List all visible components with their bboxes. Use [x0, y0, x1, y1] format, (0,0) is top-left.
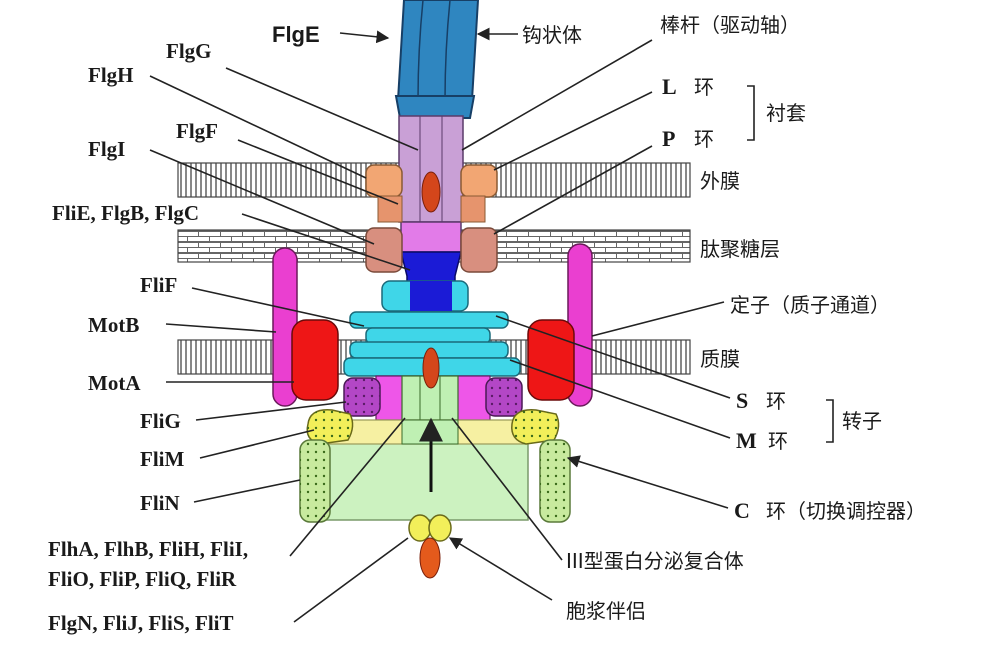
label-chaperone: 胞浆伴侣: [566, 599, 646, 623]
l-ring-right-inner: [460, 195, 486, 223]
mota-left: [291, 319, 339, 401]
label-rotor: 转子: [842, 409, 882, 433]
pointer-flgi: [149, 149, 375, 245]
pointer-flim: [199, 429, 315, 459]
label-s-ring: 环: [766, 389, 786, 413]
hook-cap: [394, 95, 476, 119]
flim-left-dots: [307, 409, 353, 444]
pointer-s-ring: [495, 315, 731, 399]
pointer-stator: [591, 301, 725, 337]
label-flgg: FlgG: [166, 39, 212, 63]
l-ring-left-inner: [377, 195, 403, 223]
label-bushing: 衬套: [766, 101, 806, 125]
pointer-flif: [191, 287, 365, 327]
pointer-motb: [165, 323, 277, 333]
label-p-letter: P: [662, 126, 675, 151]
pointer-flge: [339, 30, 390, 44]
l-ring-left: [365, 164, 403, 198]
label-mota: MotA: [88, 371, 141, 395]
label-flin: FliN: [140, 491, 180, 515]
label-flgi: FlgI: [88, 137, 125, 161]
label-motb: MotB: [88, 313, 139, 337]
pointer-flig: [195, 401, 347, 421]
label-flha-line1: FlhA, FlhB, FliH, FliI,: [48, 537, 248, 561]
chaperone-red: [419, 537, 441, 579]
chaperone-yellow-right: [428, 514, 452, 542]
chaperone-yellow-left: [408, 514, 432, 542]
flim-right-dots: [511, 409, 559, 444]
label-flie-flgb-flgc: FliE, FlgB, FlgC: [52, 201, 199, 225]
pointer-l-ring: [493, 91, 653, 171]
label-c-ring: 环（切换调控器）: [766, 499, 926, 523]
pointer-flgf: [237, 139, 399, 205]
label-p-ring: 环: [694, 127, 714, 151]
label-flgh: FlgH: [88, 63, 134, 87]
c-ring-body: [325, 441, 529, 521]
label-peptidoglycan: 肽聚糖层: [700, 237, 780, 261]
label-hook: 钩状体: [522, 23, 582, 47]
label-flif: FliF: [140, 273, 177, 297]
bushing-bracket: [747, 85, 755, 141]
pointer-flie: [241, 213, 411, 271]
hook-stripe: [417, 0, 424, 101]
pointer-c-ring: [566, 455, 729, 509]
label-flge: FlgE: [272, 22, 320, 47]
label-flim: FliM: [140, 447, 184, 471]
ms-center-oval: [422, 347, 440, 389]
hook-stripe: [444, 0, 451, 101]
label-c-letter: C: [734, 498, 750, 523]
label-rod: 棒杆（驱动轴）: [660, 13, 800, 37]
flin-left-dots: [300, 440, 330, 522]
p-ring-left: [365, 227, 403, 273]
mota-right: [527, 319, 575, 401]
rod-center-oval: [421, 171, 441, 213]
pointer-flha: [289, 417, 406, 557]
pointer-flgg: [225, 67, 419, 151]
label-t3ss: III型蛋白分泌复合体: [566, 549, 744, 573]
label-flgn-line: FlgN, FliJ, FliS, FliT: [48, 611, 234, 635]
label-flha-line2: FliO, FliP, FliQ, FliR: [48, 567, 237, 591]
label-s-letter: S: [736, 388, 748, 413]
ms-ring-tier-2: [349, 311, 509, 329]
label-m-letter: M: [736, 428, 757, 453]
flig-right-dots: [486, 378, 522, 416]
label-flgf: FlgF: [176, 119, 218, 143]
label-outer-membrane: 外膜: [700, 169, 740, 193]
pointer-rod: [461, 39, 653, 151]
pointer-p-ring: [493, 145, 653, 235]
pointer-flin: [193, 479, 301, 503]
label-m-ring: 环: [768, 429, 788, 453]
label-flig: FliG: [140, 409, 181, 433]
rotor-bracket: [826, 399, 834, 443]
label-stator: 定子（质子通道）: [730, 293, 890, 317]
flin-right-dots: [540, 440, 570, 522]
rod-lower-through-ms: [410, 281, 452, 311]
flig-left-dots: [344, 378, 380, 416]
pointer-flgn: [293, 537, 409, 623]
hook-shape: [396, 0, 480, 101]
pointer-m-ring: [509, 359, 731, 439]
label-l-ring: 环: [694, 75, 714, 99]
pointer-t3ss: [451, 417, 563, 561]
p-ring-right: [460, 227, 498, 273]
l-ring-right: [460, 164, 498, 198]
pointer-chaperone: [448, 537, 553, 601]
rod-middle: [400, 221, 462, 253]
label-l-letter: L: [662, 74, 677, 99]
label-plasma-membrane: 质膜: [700, 347, 740, 371]
pointer-flgh: [149, 75, 367, 179]
